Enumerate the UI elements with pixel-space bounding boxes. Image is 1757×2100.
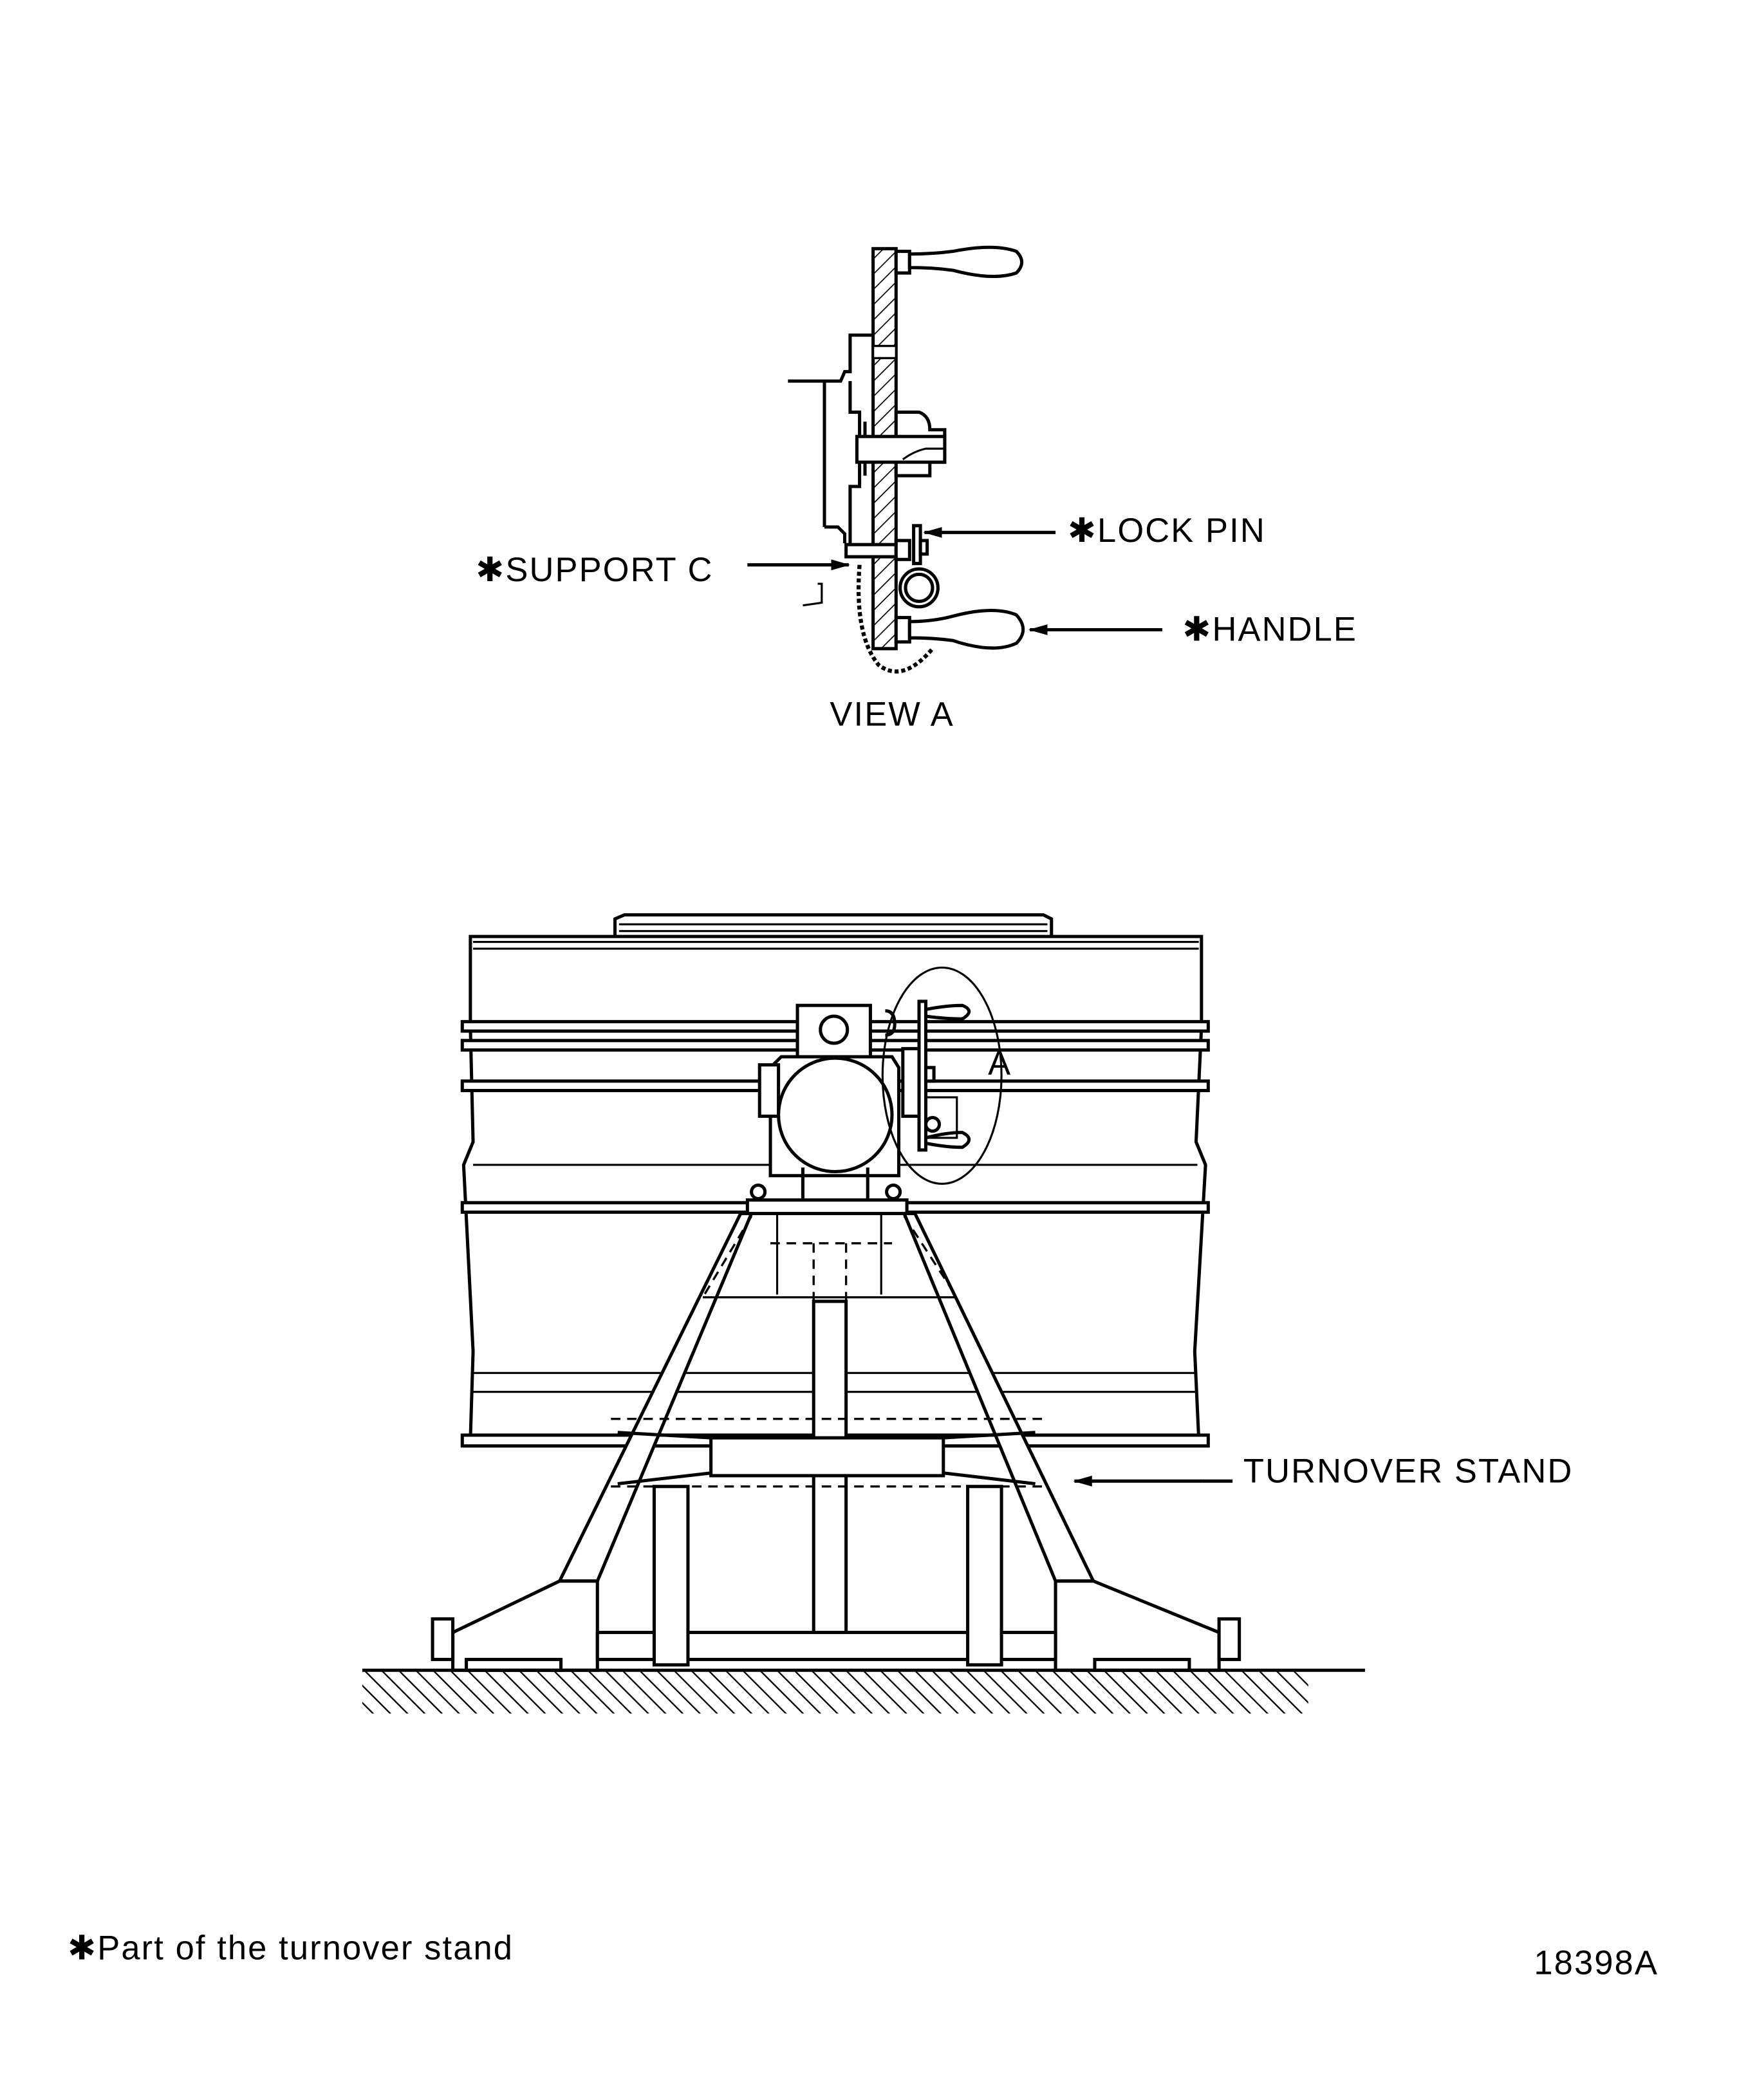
lower-handle: [894, 609, 1025, 650]
detail-callout-a[interactable]: A: [881, 966, 1012, 1185]
ground: [362, 1668, 1365, 1714]
motor: [777, 1056, 894, 1173]
view-a-title: VIEW A: [830, 696, 954, 734]
view-a-detail: ✱LOCK PIN ✱SUPPORT C ✱HANDLE VIEW A: [476, 245, 1357, 734]
chain: [856, 564, 934, 674]
turnover-stand: TURNOVER STAND: [431, 1212, 1573, 1672]
base-plate: [745, 1198, 909, 1216]
figure-id: 18398A: [1534, 1944, 1659, 1982]
handle-label: ✱HANDLE: [1182, 610, 1357, 648]
footnote: ✱Part of the turnover stand: [68, 1929, 514, 1967]
callout-a-label: A: [988, 1044, 1012, 1082]
top-handle: [894, 245, 1024, 279]
lock-pin-label: ✱LOCK PIN: [1068, 512, 1266, 550]
gearbox: [745, 1003, 909, 1216]
turnover-stand-label: TURNOVER STAND: [1243, 1452, 1573, 1490]
support-c-label: ✱SUPPORT C: [476, 551, 713, 589]
support-c: [844, 543, 898, 559]
